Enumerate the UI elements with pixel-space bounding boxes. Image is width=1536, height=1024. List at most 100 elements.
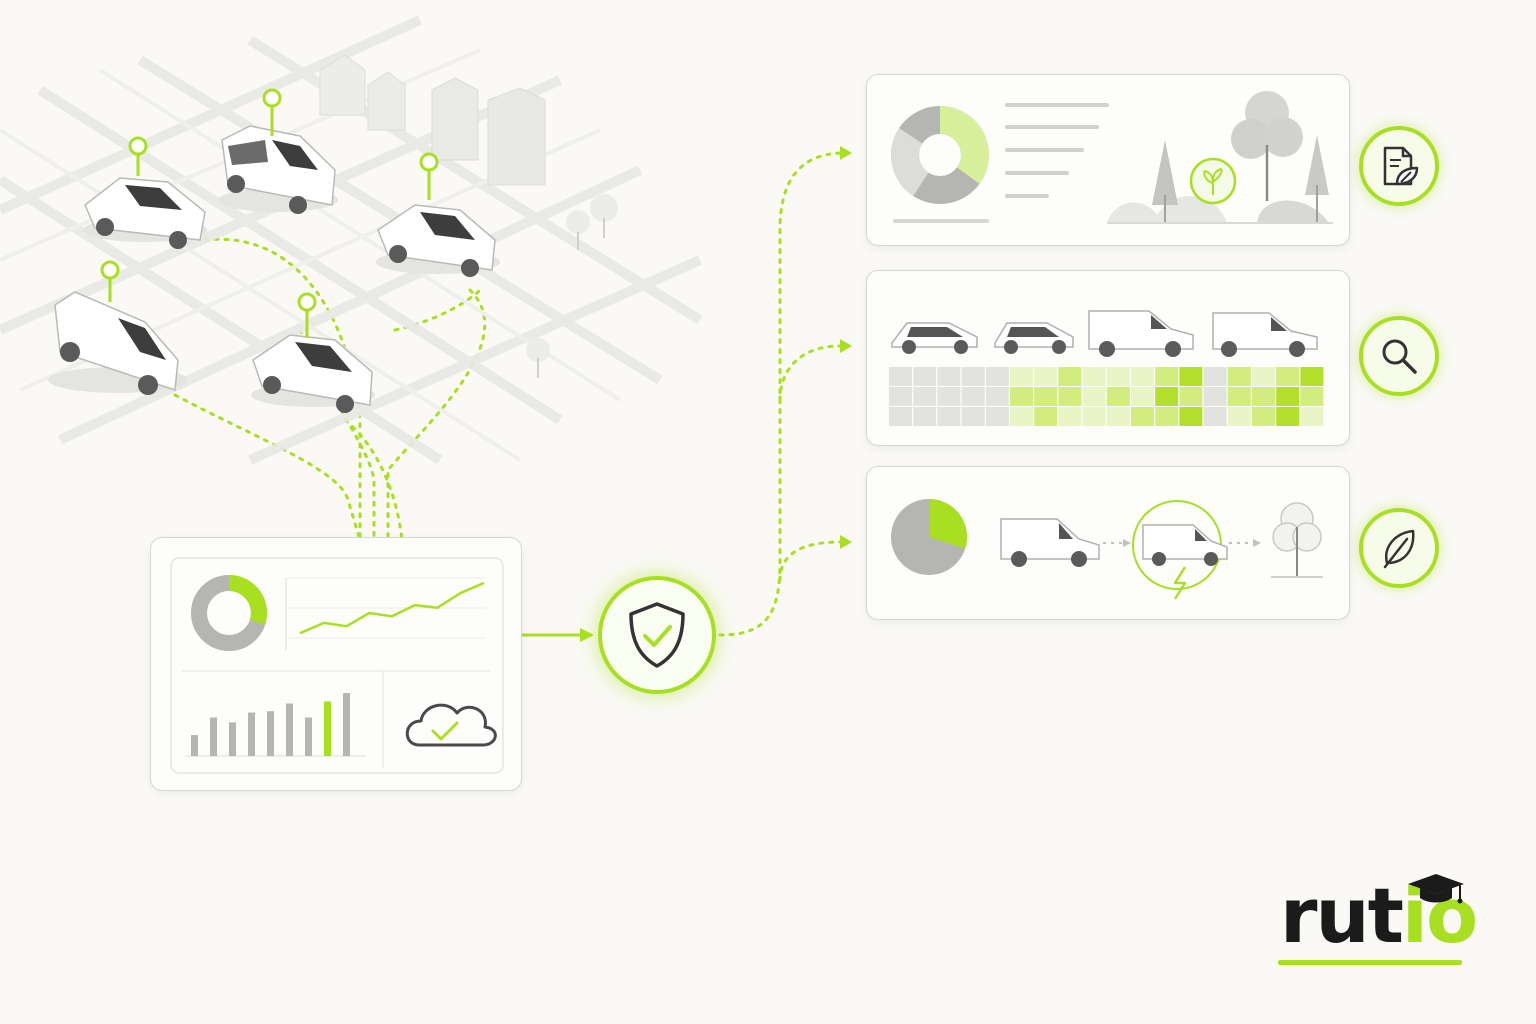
bar — [229, 722, 236, 756]
dashboard-panel — [150, 537, 522, 791]
heatmap-cell — [1203, 387, 1227, 406]
sustainability-pie-chart — [891, 499, 967, 575]
heatmap-cell — [961, 407, 985, 426]
heatmap-cell — [913, 367, 937, 386]
heatmap-cell — [1106, 367, 1130, 386]
bar — [210, 717, 217, 756]
heatmap-cell — [1252, 387, 1275, 406]
heatmap-cell — [1034, 367, 1058, 386]
heatmap-cell — [1203, 407, 1227, 426]
heatmap-cell — [1155, 387, 1179, 406]
cloud-check-icon — [405, 703, 497, 747]
tree-icon — [1271, 502, 1323, 578]
bar — [267, 711, 274, 756]
heatmap-cell — [1034, 407, 1058, 426]
heatmap-cell — [1082, 387, 1106, 406]
trend-line — [299, 582, 485, 635]
heatmap-cell — [1058, 387, 1082, 406]
shield-check-icon — [629, 602, 685, 668]
security-hub — [598, 576, 716, 694]
heatmap-cell — [1276, 407, 1300, 426]
vehicle-sedan — [891, 322, 978, 354]
heatmap-cell — [1010, 367, 1033, 386]
sustainability-panel — [866, 466, 1350, 620]
heatmap-cell — [961, 367, 985, 386]
vehicle-sedan — [83, 177, 207, 249]
heatmap-cell — [985, 387, 1009, 406]
vehicle-sedan — [376, 204, 500, 277]
heatmap-cell — [1010, 387, 1033, 406]
usage-heatmap — [889, 367, 1324, 426]
report-panel — [866, 74, 1350, 246]
heatmap-cell — [961, 387, 985, 406]
heatmap-cell — [1058, 407, 1082, 426]
logo-underline — [1278, 960, 1462, 965]
vehicle-van — [1088, 310, 1194, 357]
vehicle-van — [48, 291, 188, 395]
heatmap-cell — [889, 407, 912, 426]
heatmap-cell — [1131, 407, 1154, 426]
report-badge[interactable] — [1359, 126, 1439, 206]
report-text-lines — [1005, 103, 1109, 198]
heatmap-cell — [1179, 387, 1203, 406]
heatmap-cell — [1082, 367, 1106, 386]
heatmap-cell — [985, 367, 1009, 386]
dashboard-bar-chart — [191, 693, 350, 756]
heatmap-cell — [937, 387, 961, 406]
heatmap-cell — [1300, 407, 1324, 426]
heatmap-cell — [1058, 367, 1082, 386]
heatmap-cell — [1227, 367, 1251, 386]
vehicle-sedan — [994, 322, 1074, 354]
heatmap-cell — [937, 407, 961, 426]
analysis-panel — [866, 270, 1350, 446]
search-icon — [1382, 339, 1417, 374]
heatmap-cell — [1252, 367, 1275, 386]
vehicle-minivan — [218, 125, 338, 214]
fleet-map — [0, 15, 703, 465]
heatmap-cell — [1131, 367, 1154, 386]
heatmap-cell — [913, 387, 937, 406]
heatmap-cell — [1131, 387, 1154, 406]
heatmap-cell — [1106, 387, 1130, 406]
vehicle-sedan — [251, 334, 375, 413]
rutio-logo: rutio — [1278, 870, 1478, 970]
heatmap-cell — [889, 387, 912, 406]
heatmap-cell — [1155, 367, 1179, 386]
analysis-badge[interactable] — [1359, 316, 1439, 396]
leaf-icon — [1383, 529, 1415, 569]
report-donut-chart — [891, 106, 989, 204]
heatmap-cell — [1155, 407, 1179, 426]
bar — [305, 717, 312, 756]
location-pins — [100, 88, 439, 338]
heatmap-cell — [1034, 387, 1058, 406]
forest-illustration — [1107, 91, 1333, 224]
buildings — [319, 54, 546, 186]
heatmap-cell — [1276, 367, 1300, 386]
fleet-vehicles-row — [891, 310, 1318, 357]
bar — [286, 703, 293, 756]
map-trees — [526, 194, 618, 378]
vehicle-van — [1212, 312, 1318, 357]
sustainability-badge[interactable] — [1359, 508, 1439, 588]
heatmap-cell — [1227, 387, 1251, 406]
heatmap-cell — [1179, 407, 1203, 426]
heatmap-cell — [1300, 387, 1324, 406]
bar — [343, 693, 350, 756]
heatmap-cell — [1203, 367, 1227, 386]
dashboard-donut-chart — [191, 575, 267, 651]
heatmap-cell — [1106, 407, 1130, 426]
document-leaf-icon — [1383, 146, 1419, 186]
bar — [248, 712, 255, 756]
heatmap-cell — [913, 407, 937, 426]
heatmap-cell — [889, 367, 912, 386]
heatmap-cell — [1010, 407, 1033, 426]
heatmap-cell — [1252, 407, 1275, 426]
vehicle-van — [1000, 518, 1100, 567]
heatmap-cell — [1082, 407, 1106, 426]
graduation-cap-icon — [1408, 874, 1464, 904]
heatmap-cell — [1179, 367, 1203, 386]
heatmap-cell — [1227, 407, 1251, 426]
bar — [324, 701, 331, 756]
heatmap-cell — [1276, 387, 1300, 406]
heatmap-cell — [937, 367, 961, 386]
